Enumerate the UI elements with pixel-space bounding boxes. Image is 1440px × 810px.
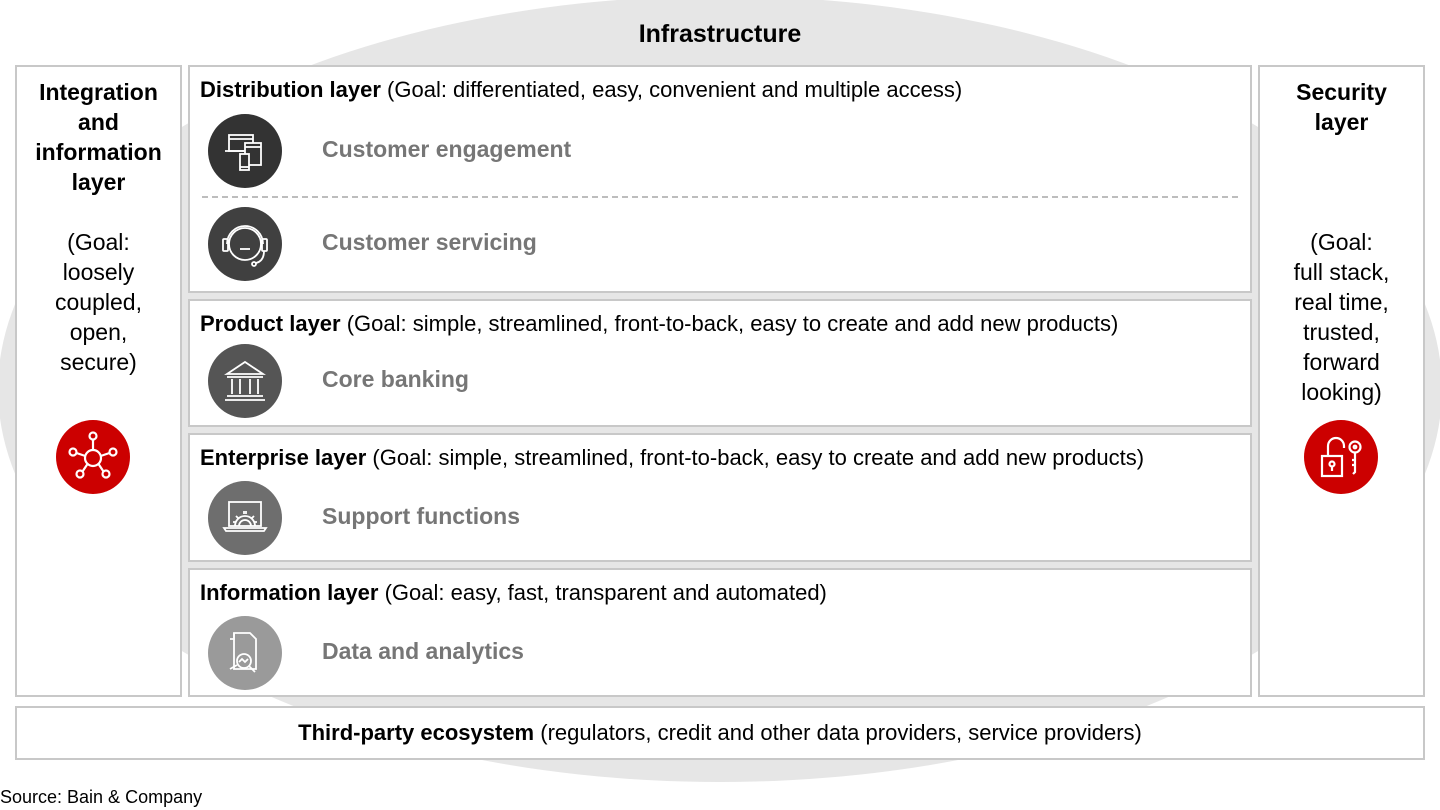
lock-and-key-icon <box>1304 420 1378 494</box>
goal-line: coupled, <box>55 289 142 315</box>
customer-engagement-item: Customer engagement <box>208 114 808 190</box>
goal-line: forward <box>1303 349 1380 375</box>
bank-building-icon <box>208 344 282 418</box>
third-party-ecosystem-box: Third-party ecosystem (regulators, credi… <box>15 706 1425 760</box>
integration-panel: Integration and information layer (Goal:… <box>15 65 182 697</box>
support-functions-item: Support functions <box>208 481 808 557</box>
title-line: and <box>78 109 119 135</box>
distribution-layer-heading: Distribution layer (Goal: differentiated… <box>200 77 962 103</box>
goal-line: loosely <box>62 259 135 285</box>
third-party-text: Third-party ecosystem (regulators, credi… <box>298 720 1142 746</box>
item-label: Customer servicing <box>322 229 537 255</box>
laptop-gear-icon <box>208 481 282 555</box>
product-layer-box: Product layer (Goal: simple, streamlined… <box>188 299 1252 427</box>
title-line: information <box>35 139 162 165</box>
title-line: Security <box>1296 79 1387 105</box>
goal-line: looking) <box>1301 379 1382 405</box>
core-banking-item: Core banking <box>208 344 808 420</box>
layer-name: Product layer <box>200 311 341 336</box>
security-panel: Security layer (Goal: full stack, real t… <box>1258 65 1425 697</box>
goal-line: (Goal: <box>67 229 130 255</box>
enterprise-layer-heading: Enterprise layer (Goal: simple, streamli… <box>200 445 1144 471</box>
devices-icon <box>208 114 282 188</box>
integration-title: Integration and information layer <box>17 77 180 197</box>
customer-servicing-item: Customer servicing <box>208 207 808 283</box>
enterprise-layer-box: Enterprise layer (Goal: simple, streamli… <box>188 433 1252 562</box>
goal-line: open, <box>69 319 128 345</box>
third-party-name: Third-party ecosystem <box>298 720 535 745</box>
goal-line: full stack, <box>1293 259 1390 285</box>
distribution-layer-box: Distribution layer (Goal: differentiated… <box>188 65 1252 293</box>
item-label: Core banking <box>322 366 469 392</box>
item-label: Support functions <box>322 503 521 529</box>
data-analytics-item: Data and analytics <box>208 616 808 692</box>
layer-goal: (Goal: simple, streamlined, front-to-bac… <box>340 311 1119 336</box>
layer-name: Enterprise layer <box>200 445 367 470</box>
security-goal: (Goal: full stack, real time, trusted, f… <box>1260 227 1423 407</box>
layer-goal: (Goal: differentiated, easy, convenient … <box>380 77 963 102</box>
headset-icon <box>208 207 282 281</box>
title-line: Integration <box>39 79 158 105</box>
dashed-divider <box>202 196 1238 198</box>
title-line: layer <box>1314 109 1369 135</box>
layer-name: Distribution layer <box>200 77 381 102</box>
information-layer-heading: Information layer (Goal: easy, fast, tra… <box>200 580 827 606</box>
security-title: Security layer <box>1260 77 1423 137</box>
goal-line: secure) <box>60 349 137 375</box>
layer-goal: (Goal: simple, streamlined, front-to-bac… <box>366 445 1145 470</box>
goal-line: trusted, <box>1303 319 1380 345</box>
layer-name: Information layer <box>200 580 379 605</box>
source-note: Source: Bain & Company <box>0 787 203 807</box>
integration-goal: (Goal: loosely coupled, open, secure) <box>17 227 180 377</box>
information-layer-box: Information layer (Goal: easy, fast, tra… <box>188 568 1252 697</box>
network-hub-icon <box>56 420 130 494</box>
third-party-detail: (regulators, credit and other data provi… <box>534 720 1142 745</box>
item-label: Customer engagement <box>322 136 572 162</box>
goal-line: (Goal: <box>1310 229 1373 255</box>
title-line: layer <box>71 169 126 195</box>
layer-goal: (Goal: easy, fast, transparent and autom… <box>378 580 827 605</box>
product-layer-heading: Product layer (Goal: simple, streamlined… <box>200 311 1118 337</box>
item-label: Data and analytics <box>322 638 524 664</box>
document-magnifier-icon <box>208 616 282 690</box>
goal-line: real time, <box>1294 289 1389 315</box>
infrastructure-title: Infrastructure <box>638 20 802 48</box>
